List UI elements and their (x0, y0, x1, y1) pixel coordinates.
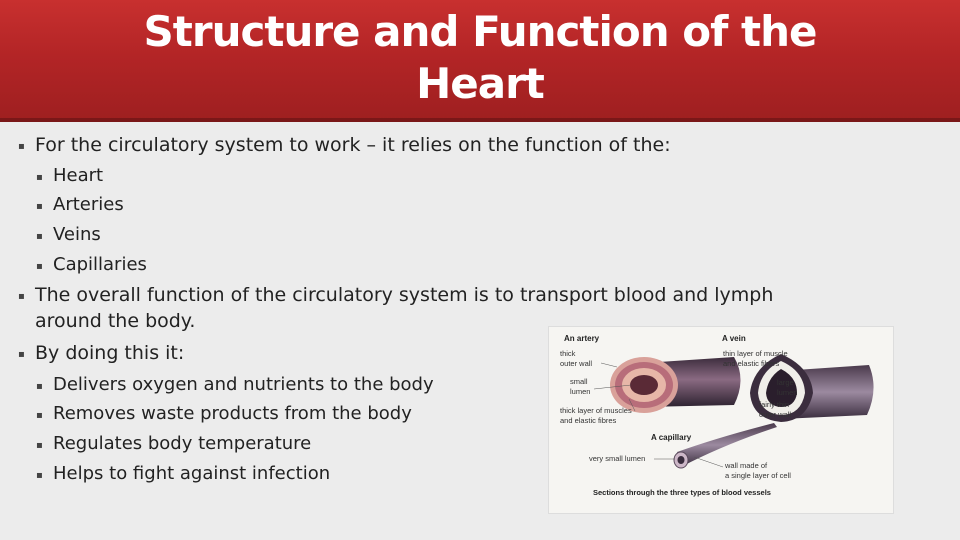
bullet-icon: ▪ (36, 381, 43, 392)
artery-label: lumen (570, 387, 590, 396)
figure-caption: Sections through the three types of bloo… (593, 488, 771, 497)
bullet-icon: ▪ (36, 172, 43, 183)
vein-heading: A vein (722, 334, 746, 343)
component-item: Arteries (53, 194, 124, 215)
bullet-icon: ▪ (36, 440, 43, 451)
bullet-icon: ▪ (18, 349, 25, 360)
slide-title: Structure and Function of the Heart (0, 6, 960, 110)
artery-label: thick (560, 349, 576, 358)
blood-vessels-diagram: An artery thick outer wall small lumen t… (560, 334, 874, 497)
title-line-2: Heart (416, 59, 545, 108)
bullet-icon: ▪ (18, 141, 25, 152)
artery-label: small (570, 377, 588, 386)
bullet-icon: ▪ (36, 261, 43, 272)
capillary-label: very small lumen (589, 454, 645, 463)
artery-label: and elastic fibres (560, 416, 617, 425)
function-item: Regulates body temperature (53, 433, 312, 454)
function-item: Helps to fight against infection (53, 463, 331, 484)
vein-label: fairly thin (759, 400, 789, 409)
bullet-icon: ▪ (36, 201, 43, 212)
component-item: Heart (53, 165, 104, 186)
overall-function-line-2: around the body. (35, 310, 196, 332)
component-item: Veins (53, 224, 101, 245)
blood-vessels-figure: An artery thick outer wall small lumen t… (548, 326, 894, 514)
intro-text: For the circulatory system to work – it … (35, 134, 671, 156)
vein-label: thin layer of muscle (723, 349, 788, 358)
vein-illustration (750, 354, 874, 422)
capillary-heading: A capillary (651, 433, 692, 442)
artery-label: thick layer of muscles (560, 406, 632, 415)
capillary-label: a single layer of cell (725, 471, 791, 480)
artery-label: outer wall (560, 359, 592, 368)
component-item: Capillaries (53, 254, 147, 275)
vein-label: large (777, 378, 794, 387)
vein-label: outer wall (759, 410, 791, 419)
bullet-icon: ▪ (36, 410, 43, 421)
bullet-icon: ▪ (36, 470, 43, 481)
by-doing-text: By doing this it: (35, 342, 185, 364)
function-item: Delivers oxygen and nutrients to the bod… (53, 374, 434, 395)
artery-illustration (610, 357, 741, 413)
bullet-icon: ▪ (18, 291, 25, 302)
function-item: Removes waste products from the body (53, 403, 412, 424)
capillary-illustration (673, 423, 777, 469)
title-bar: Structure and Function of the Heart (0, 0, 960, 122)
vein-label: lumen (777, 388, 797, 397)
bullet-icon: ▪ (36, 231, 43, 242)
overall-function-line-1: The overall function of the circulatory … (35, 284, 774, 306)
vein-label: and elastic fibers (723, 359, 780, 368)
title-line-1: Structure and Function of the (143, 7, 818, 56)
artery-heading: An artery (564, 334, 600, 343)
capillary-label: wall made of (724, 461, 768, 470)
